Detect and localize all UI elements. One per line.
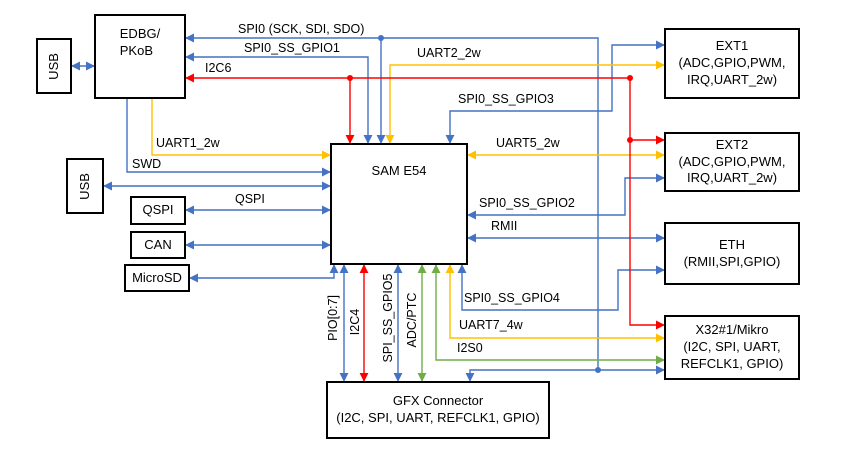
box-eth-label-1: ETH	[719, 236, 745, 252]
label-pio: PIO[0:7]	[326, 295, 340, 341]
label-swd: SWD	[132, 157, 162, 171]
junction-dot	[627, 137, 633, 143]
box-ext1: EXT1 (ADC,GPIO,PWM, IRQ,UART_2w)	[664, 28, 800, 99]
junction-dot	[347, 75, 353, 81]
label-spi0-ss-gpio2: SPI0_SS_GPIO2	[479, 196, 575, 210]
box-usb-top-label: USB	[45, 52, 61, 80]
box-edbg-label-2: PKoB	[119, 42, 154, 58]
label-spi0-ss-gpio3: SPI0_SS_GPIO3	[458, 92, 554, 106]
box-qspi-label: QSPI	[142, 202, 174, 218]
label-i2c6: I2C6	[205, 61, 232, 75]
wire-i2s0	[431, 264, 665, 365]
label-spi0-ss-gpio1: SPI0_SS_GPIO1	[244, 41, 340, 55]
box-gfx-label-1: GFX Connector	[392, 393, 484, 409]
box-x32-label-2: (I2C, SPI, UART,	[683, 339, 781, 355]
box-ext2-label-2: (ADC,GPIO,PWM,	[678, 153, 786, 169]
box-ext2-label-3: IRQ,UART_2w)	[686, 170, 778, 186]
box-ext1-label-1: EXT1	[715, 38, 749, 54]
box-ext2: EXT2 (ADC,GPIO,PWM, IRQ,UART_2w)	[664, 132, 800, 192]
box-ext1-label-2: (ADC,GPIO,PWM,	[678, 55, 786, 71]
box-usb-top: USB	[36, 38, 72, 94]
junction-dot	[595, 367, 601, 373]
label-uart5-2w: UART5_2w	[496, 136, 560, 150]
box-gfx-label-2: (I2C, SPI, UART, REFCLK1, GPIO)	[336, 410, 540, 425]
box-microsd-label: MicroSD	[132, 269, 182, 285]
box-gfx-connector: GFX Connector (I2C, SPI, UART, REFCLK1, …	[326, 381, 550, 439]
box-usb-bottom: USB	[66, 158, 104, 214]
label-i2c4: I2C4	[348, 308, 362, 336]
box-edbg: EDBG/ PKoB	[94, 14, 186, 99]
box-eth-label-2: (RMII,SPI,GPIO)	[683, 253, 781, 269]
box-can: CAN	[130, 231, 186, 259]
junction-dot	[378, 35, 384, 41]
label-uart7-4w: UART7_4w	[459, 318, 523, 332]
box-qspi: QSPI	[130, 196, 186, 225]
box-sam-e54: SAM E54	[330, 143, 468, 265]
box-edbg-label-1: EDBG/	[119, 26, 161, 41]
box-x32-label-1: X32#1/Mikro	[695, 322, 769, 338]
box-sam-e54-label: SAM E54	[371, 163, 427, 178]
box-usb-bottom-label: USB	[76, 172, 92, 200]
box-x32-label-3: REFCLK1, GPIO)	[680, 355, 784, 371]
junction-dot	[627, 75, 633, 81]
label-spi0-ss-gpio4: SPI0_SS_GPIO4	[464, 291, 560, 305]
box-microsd: MicroSD	[124, 264, 190, 292]
wire-microsd	[189, 264, 339, 283]
label-spi-ss-gpio5: SPI_SS_GPIO5	[381, 273, 395, 363]
label-uart1-2w: UART1_2w	[156, 136, 220, 150]
wire-spi0-to-gfx	[465, 369, 598, 382]
box-ext2-label-1: EXT2	[715, 136, 749, 152]
label-rmii: RMII	[491, 219, 518, 233]
label-spi0: SPI0 (SCK, SDI, SDO)	[238, 22, 365, 36]
label-qspi-signal: QSPI	[235, 192, 265, 206]
box-can-label: CAN	[144, 236, 172, 252]
box-ext1-label-3: IRQ,UART_2w)	[686, 71, 778, 87]
box-eth: ETH (RMII,SPI,GPIO)	[664, 222, 800, 285]
box-x32-mikro: X32#1/Mikro (I2C, SPI, UART, REFCLK1, GP…	[664, 315, 800, 380]
label-adc-ptc: ADC/PTC	[405, 292, 419, 348]
label-uart2-2w: UART2_2w	[417, 46, 481, 60]
label-i2s0: I2S0	[457, 341, 483, 355]
